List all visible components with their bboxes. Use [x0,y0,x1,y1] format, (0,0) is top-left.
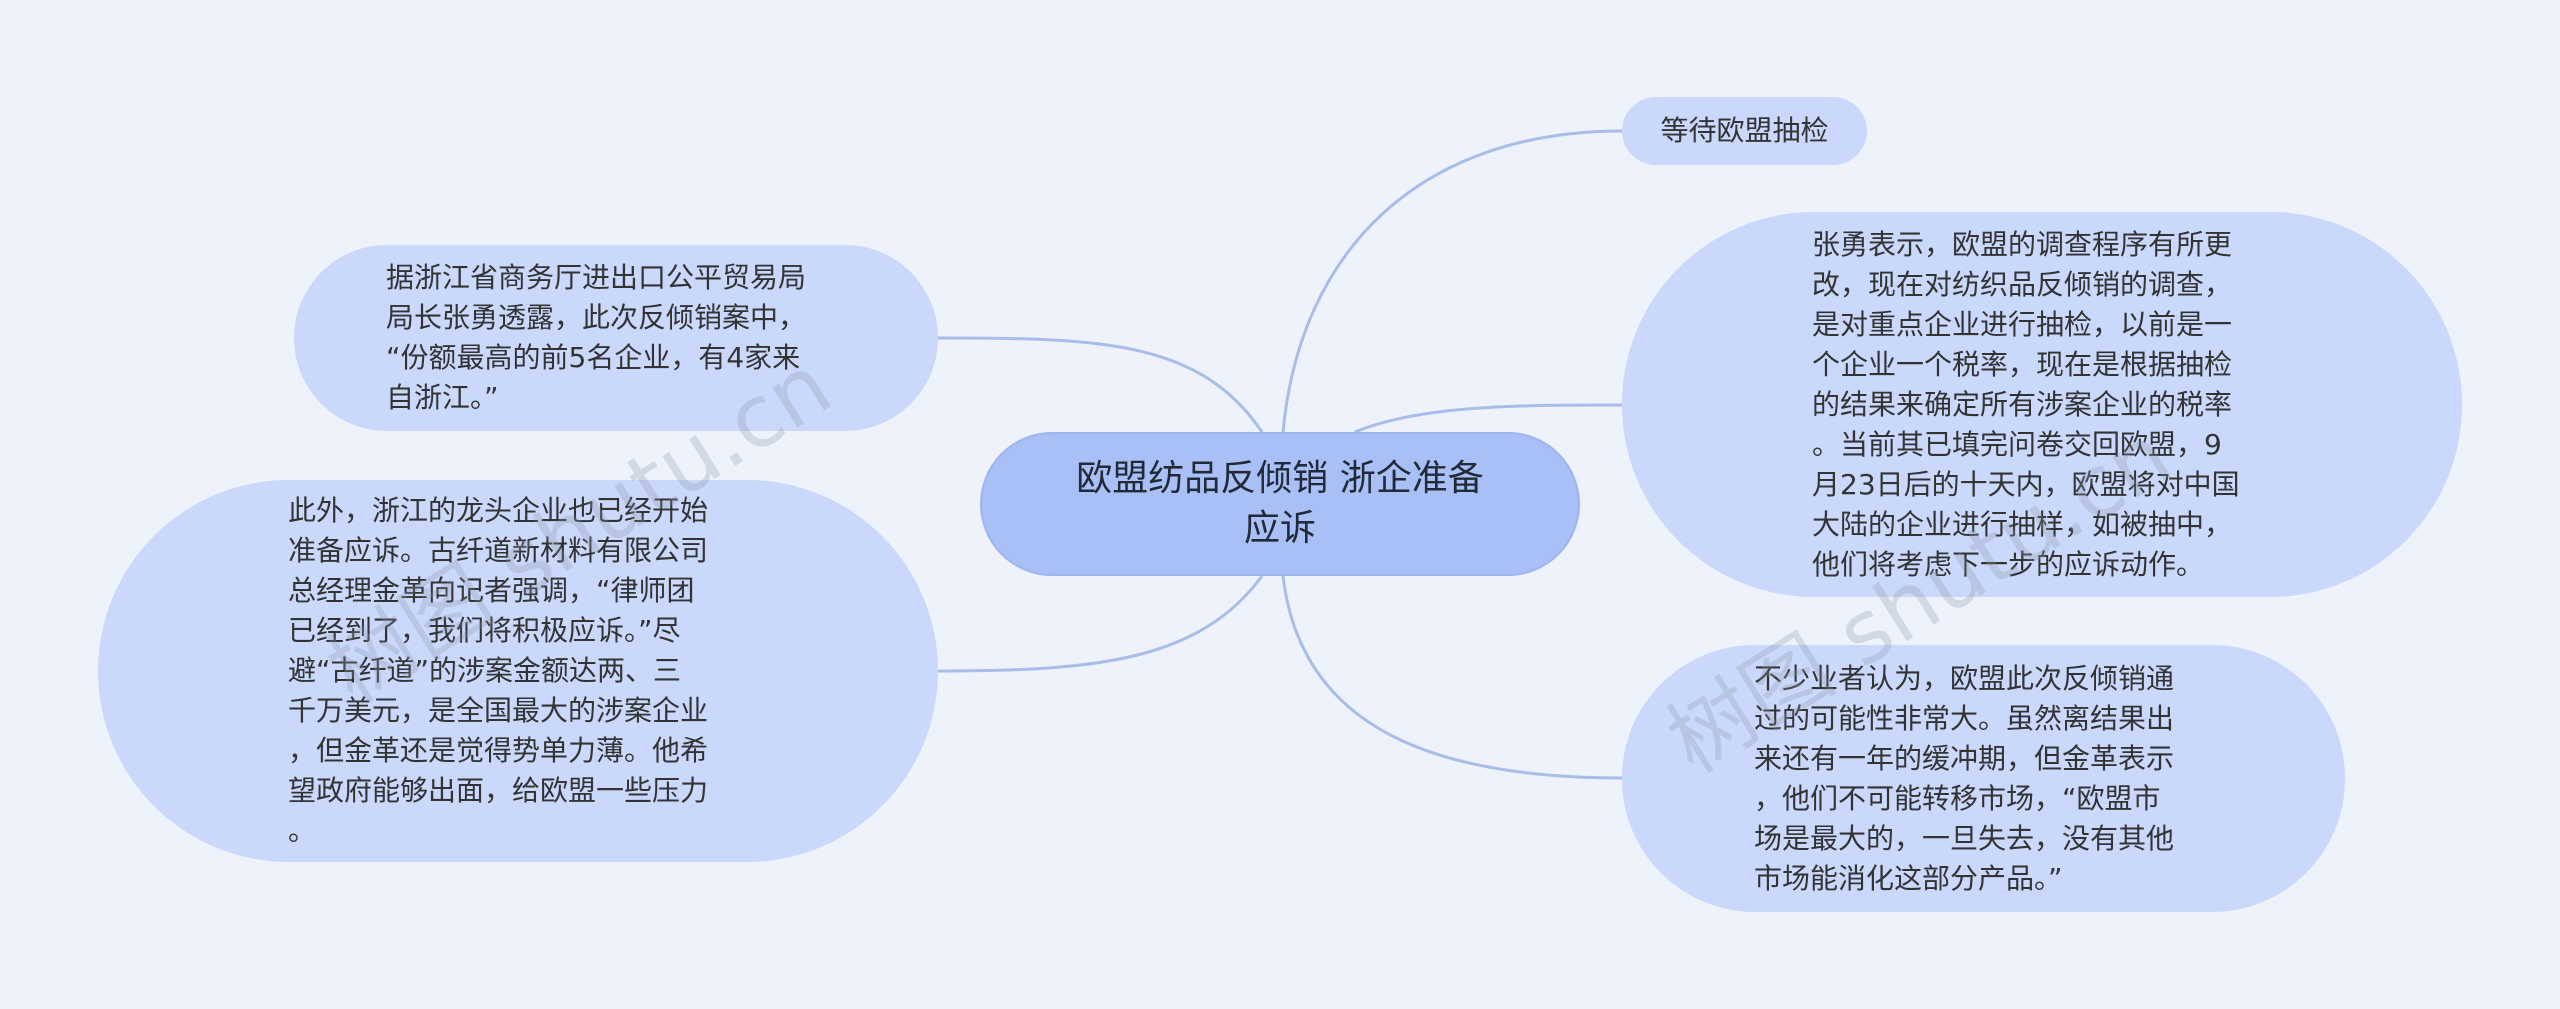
link-leader [937,575,1264,673]
topic-label-leading-enterprise: 此外，浙江的龙头企业也已经开始 准备应诉。古纤道新材料有限公司 总经理金革向记者… [288,494,709,847]
link-wait [1281,129,1623,433]
topic-node-leading-enterprise[interactable]: 此外，浙江的龙头企业也已经开始 准备应诉。古纤道新材料有限公司 总经理金革向记者… [98,480,938,862]
root-topic-node[interactable]: 欧盟纺品反倾销 浙企准备 应诉 [980,432,1580,576]
link-source [937,336,1264,433]
topic-node-business-opinion[interactable]: 不少业者认为，欧盟此次反倾销通 过的可能性非常大。虽然离结果出 来还有一年的缓冲… [1622,645,2345,912]
link-zhang [1354,403,1623,434]
link-business [1281,575,1623,780]
topic-node-wait-inspection[interactable]: 等待欧盟抽检 [1622,97,1867,165]
topic-label-zhejiang-source: 据浙江省商务厅进出口公平贸易局 局长张勇透露，此次反倾销案中， “份额最高的前5… [386,261,807,414]
topic-label-zhang-statement: 张勇表示，欧盟的调查程序有所更 改，现在对纺织品反倾销的调查， 是对重点企业进行… [1812,227,2240,581]
topic-node-zhejiang-source[interactable]: 据浙江省商务厅进出口公平贸易局 局长张勇透露，此次反倾销案中， “份额最高的前5… [294,245,938,431]
topic-node-zhang-statement[interactable]: 张勇表示，欧盟的调查程序有所更 改，现在对纺织品反倾销的调查， 是对重点企业进行… [1622,212,2462,597]
topic-label-wait-inspection: 等待欧盟抽检 [1660,114,1829,147]
topic-label-business-opinion: 不少业者认为，欧盟此次反倾销通 过的可能性非常大。虽然离结果出 来还有一年的缓冲… [1754,661,2175,895]
root-topic-label: 欧盟纺品反倾销 浙企准备 应诉 [1076,458,1484,549]
